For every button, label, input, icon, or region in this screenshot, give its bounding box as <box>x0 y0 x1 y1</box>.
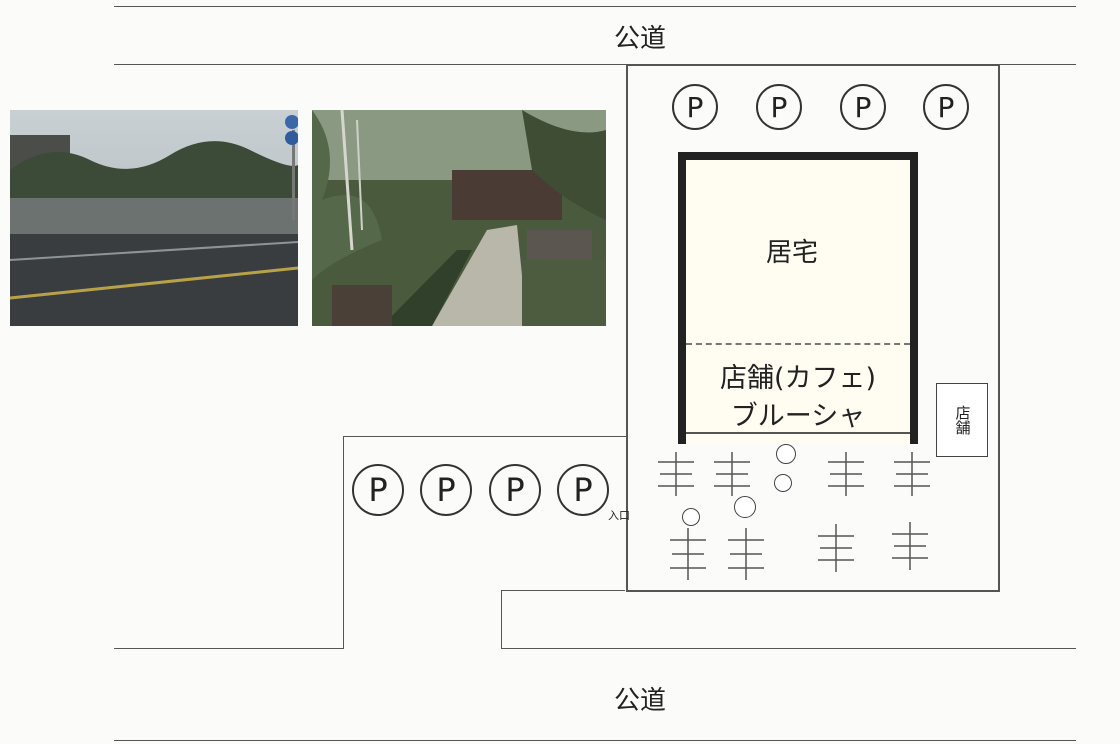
parking-icon: P <box>756 84 802 130</box>
lower-lot-bottom-line <box>501 648 1076 649</box>
lower-lot-left-line <box>501 590 502 648</box>
lower-lot-top-line <box>501 590 625 591</box>
round-table-icon <box>682 508 700 526</box>
garden-path-photo <box>312 110 606 326</box>
bottom-road-lower-line <box>114 740 1076 741</box>
top-road-label: 公道 <box>614 24 667 54</box>
round-table-icon <box>776 444 796 464</box>
parking-icon: P <box>352 464 404 516</box>
terrace-table-icon <box>818 524 854 572</box>
round-table-icon <box>734 496 756 518</box>
site-right-left-line <box>626 64 628 590</box>
parking-icon: P <box>672 84 718 130</box>
site-right-top-line <box>626 64 998 66</box>
shop-label-line2: ブルーシャ <box>730 401 866 432</box>
parking-icon: P <box>840 84 886 130</box>
terrace-table-icon <box>728 528 764 580</box>
left-lot-top-line <box>343 436 626 437</box>
entrance-label: 入口 <box>608 509 630 522</box>
residence-building <box>678 152 918 444</box>
residence-label: 居宅 <box>766 238 819 268</box>
shop-front-line <box>686 432 910 434</box>
parking-icon: P <box>420 464 472 516</box>
site-right-bottom-line <box>626 590 1000 592</box>
top-road-lower-line <box>114 64 1076 65</box>
terrace-table-icon <box>892 522 928 570</box>
residence-shop-divider <box>686 343 910 345</box>
left-lot-left-line <box>343 436 344 648</box>
store-box-label: 店舗 <box>953 405 972 435</box>
terrace-table-icon <box>670 528 706 580</box>
terrace-table-icon <box>658 452 694 496</box>
shop-label-line1: 店舗(カフェ) <box>719 363 877 394</box>
parking-icon: P <box>923 84 969 130</box>
site-right-right-line <box>998 64 1000 590</box>
terrace-table-icon <box>828 452 864 496</box>
bottom-road-upper-line <box>114 648 344 649</box>
bottom-road-label: 公道 <box>614 686 667 716</box>
store-box: 店舗 <box>936 383 988 457</box>
round-table-icon <box>774 474 792 492</box>
parking-icon: P <box>557 464 609 516</box>
terrace-table-icon <box>714 452 750 496</box>
terrace-table-icon <box>894 452 930 496</box>
top-road-upper-line <box>114 6 1076 7</box>
road-view-photo <box>10 110 298 326</box>
parking-icon: P <box>489 464 541 516</box>
